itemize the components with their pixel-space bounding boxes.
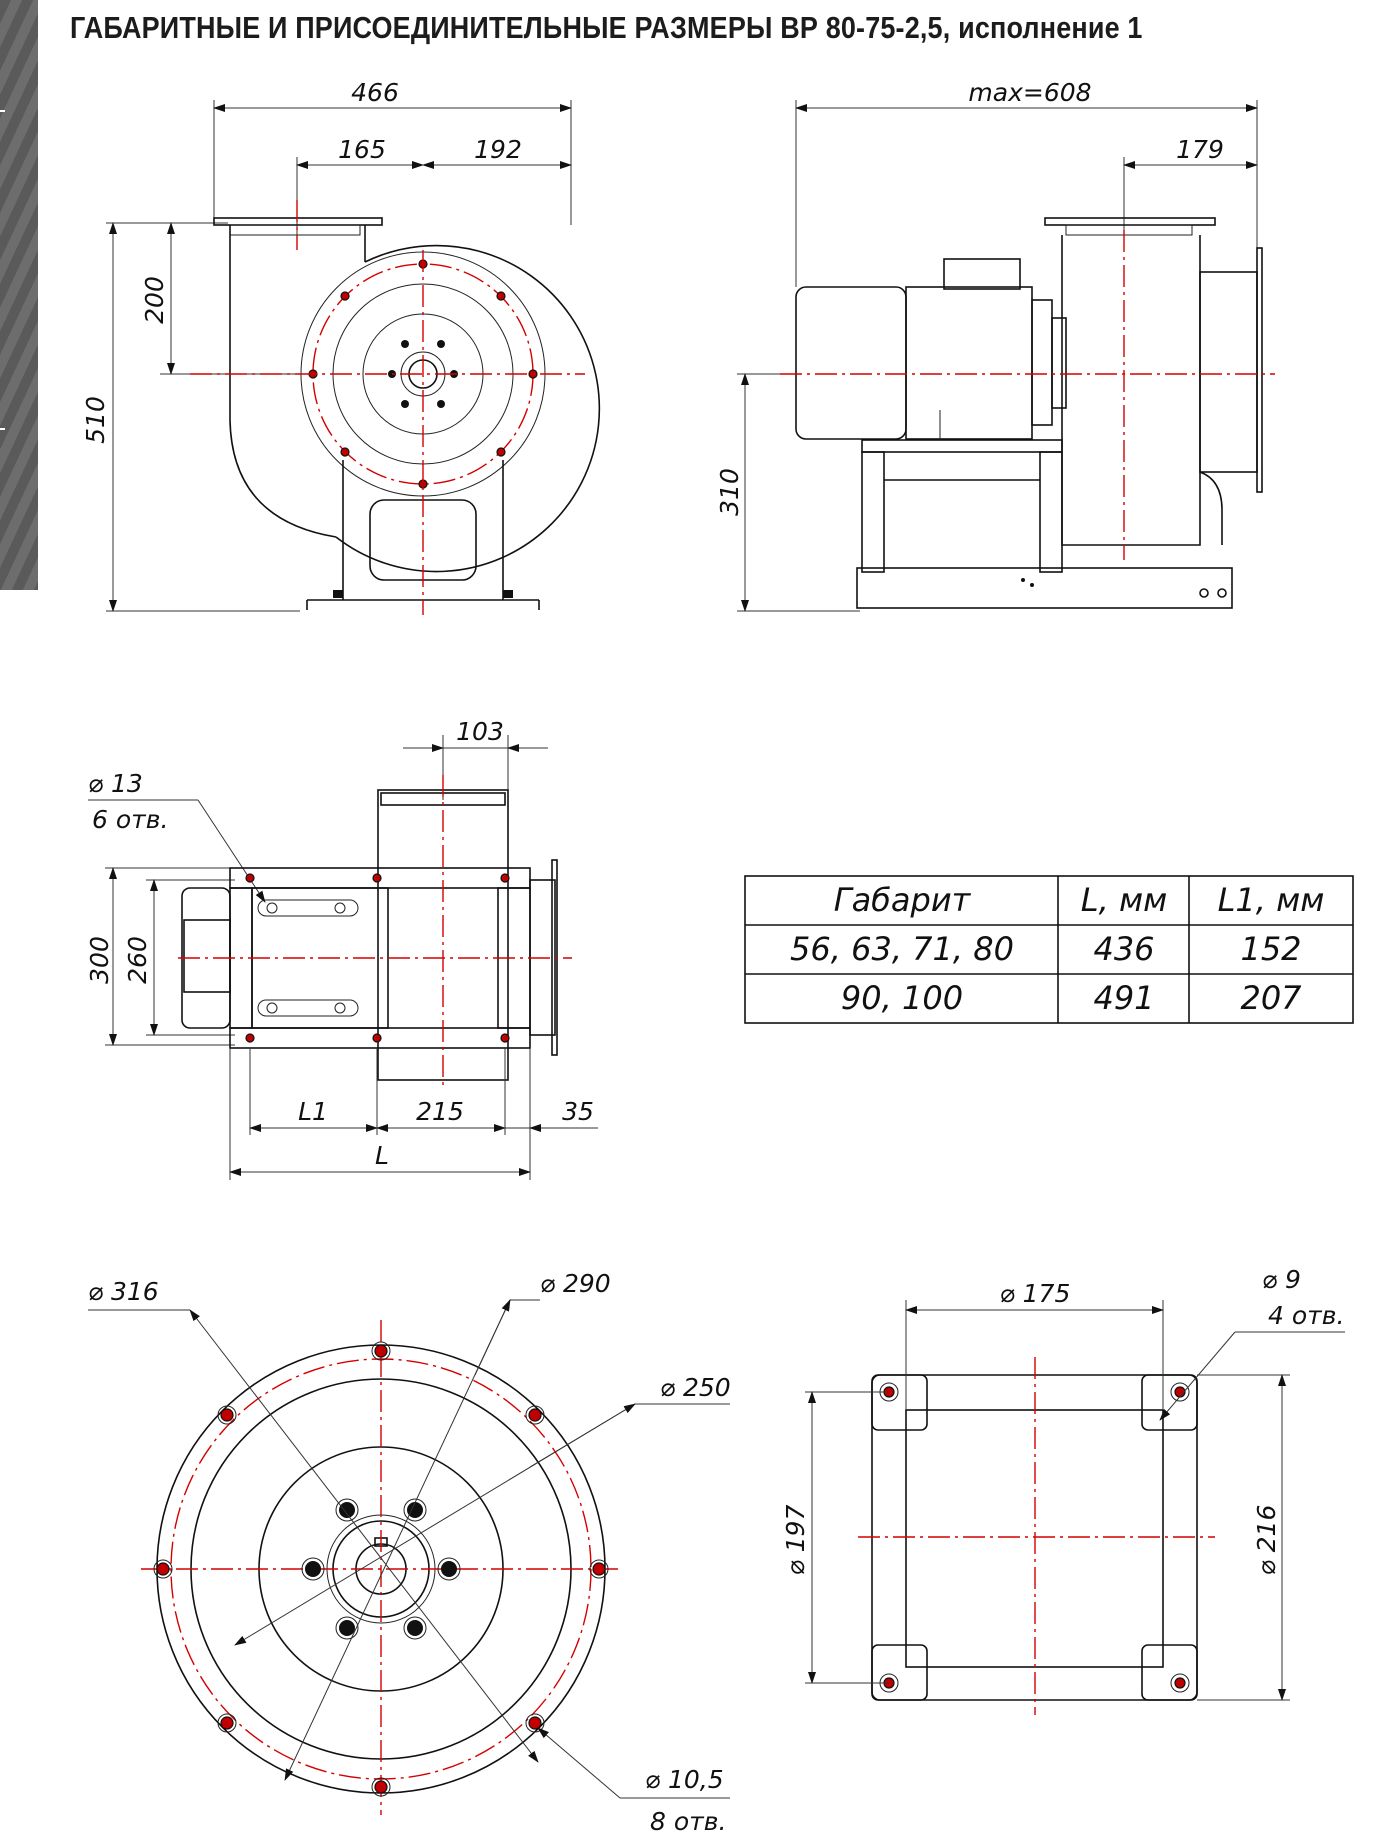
sidebar-stripe — [0, 0, 38, 590]
table-cell: 90, 100 — [841, 979, 963, 1017]
sidebar-tick — [0, 428, 5, 430]
dim-103: 103 — [456, 717, 504, 746]
dim-width-466: 466 — [351, 78, 399, 107]
top-hole-count: 6 отв. — [92, 805, 168, 834]
outlet-dim-175: ⌀ 175 — [1000, 1279, 1071, 1308]
dim-max-608: max=608 — [968, 78, 1091, 107]
table-cell: 436 — [1093, 930, 1154, 968]
sidebar-tick — [0, 110, 5, 112]
dim-260: 260 — [123, 936, 152, 984]
page-title: ГАБАРИТНЫЕ И ПРИСОЕДИНИТЕЛЬНЫЕ РАЗМЕРЫ В… — [70, 10, 1143, 45]
dim-215: 215 — [416, 1097, 464, 1126]
dim-35: 35 — [562, 1097, 594, 1126]
dim-179: 179 — [1176, 135, 1224, 164]
outlet-flange-view: ⌀ 175 ⌀ 9 4 отв. ⌀ 197 ⌀ 216 — [781, 1265, 1345, 1715]
table-header-gabarit: Габарит — [834, 881, 972, 919]
table-cell: 491 — [1093, 979, 1154, 1017]
outlet-dim-216: ⌀ 216 — [1252, 1505, 1281, 1576]
dim-L1: L1 — [298, 1097, 328, 1126]
dim-165: 165 — [338, 135, 386, 164]
size-table: Габарит L, мм L1, мм 56, 63, 71, 80 436 … — [744, 875, 1354, 1024]
front-view: 466 165 192 510 200 — [81, 78, 601, 615]
dim-192: 192 — [474, 135, 522, 164]
top-hole-dia: ⌀ 13 — [88, 769, 143, 798]
inlet-dim-250: ⌀ 250 — [660, 1373, 731, 1402]
side-view: max=608 179 310 — [715, 78, 1275, 612]
inlet-flange-view: ⌀ 316 ⌀ 290 ⌀ 250 ⌀ 10,5 8 отв. — [88, 1269, 731, 1836]
dim-300: 300 — [85, 936, 114, 984]
inlet-hole-dia: ⌀ 10,5 — [645, 1765, 724, 1794]
table-header-L1: L1, мм — [1218, 881, 1325, 919]
dim-axis-200: 200 — [140, 276, 169, 324]
top-view: ⌀ 13 6 отв. 103 300 260 — [85, 717, 598, 1180]
outlet-hole-count: 4 отв. — [1268, 1301, 1344, 1330]
dim-L: L — [375, 1141, 389, 1170]
top-base-holes — [245, 873, 510, 1043]
table-header-L: L, мм — [1081, 881, 1167, 919]
outlet-hole-dia: ⌀ 9 — [1262, 1265, 1301, 1294]
outlet-dim-197: ⌀ 197 — [781, 1505, 810, 1576]
table-cell: 207 — [1240, 979, 1302, 1017]
dim-height-510: 510 — [81, 396, 110, 444]
inlet-dim-316: ⌀ 316 — [88, 1277, 159, 1306]
inlet-dim-290: ⌀ 290 — [540, 1269, 611, 1298]
dim-axis-310: 310 — [715, 468, 744, 516]
table-cell: 56, 63, 71, 80 — [790, 930, 1014, 968]
inlet-hole-count: 8 отв. — [650, 1807, 726, 1836]
table-cell: 152 — [1240, 930, 1301, 968]
